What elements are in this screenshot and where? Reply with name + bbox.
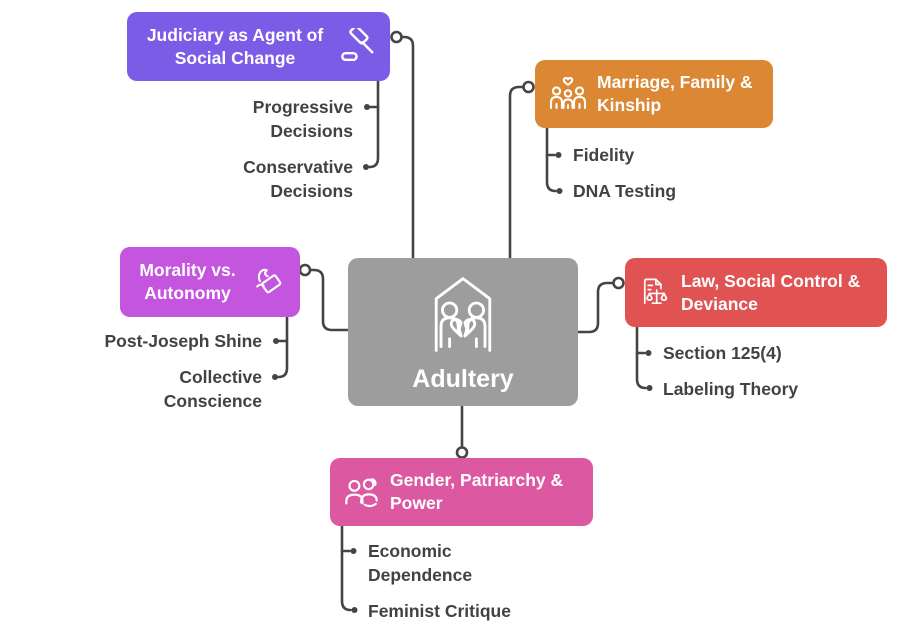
child-section-125-4[interactable]: Section 125(4) xyxy=(663,343,782,363)
child-fidelity[interactable]: Fidelity xyxy=(573,145,635,165)
two-people-icon xyxy=(343,474,381,510)
child-labeling-theory[interactable]: Labeling Theory xyxy=(663,379,799,399)
child-economic-dependence[interactable]: Economic Dependence xyxy=(368,541,473,585)
node-law-label: Law, Social Control & Deviance xyxy=(681,270,861,314)
node-marriage[interactable]: Marriage, Family & Kinship xyxy=(535,60,773,128)
node-morality-label: Morality vs. Autonomy xyxy=(139,260,236,303)
child-collective-conscience[interactable]: Collective Conscience xyxy=(163,367,262,411)
node-judiciary[interactable]: Judiciary as Agent of Social Change xyxy=(127,12,390,81)
center-label: Adultery xyxy=(412,365,514,393)
scales-document-icon xyxy=(638,275,672,311)
house-broken-family-icon xyxy=(417,270,509,363)
child-conservative-decisions[interactable]: Conservative Decisions xyxy=(243,157,353,201)
node-law[interactable]: Law, Social Control & Deviance xyxy=(625,258,887,327)
child-dna-testing[interactable]: DNA Testing xyxy=(573,181,677,201)
node-adultery[interactable]: Adultery xyxy=(348,258,578,406)
gavel-icon xyxy=(339,27,377,66)
node-gender[interactable]: Gender, Patriarchy & Power xyxy=(330,458,593,526)
family-icon xyxy=(548,75,588,113)
hand-ballot-icon xyxy=(251,264,287,300)
node-morality[interactable]: Morality vs. Autonomy xyxy=(120,247,300,317)
child-post-joseph-shine[interactable]: Post-Joseph Shine xyxy=(104,331,262,351)
child-feminist-critique[interactable]: Feminist Critique xyxy=(368,601,511,621)
node-marriage-label: Marriage, Family & Kinship xyxy=(597,72,753,115)
child-progressive-decisions[interactable]: Progressive Decisions xyxy=(252,97,353,141)
node-judiciary-label: Judiciary as Agent of Social Change xyxy=(146,24,324,68)
node-gender-label: Gender, Patriarchy & Power xyxy=(390,470,564,513)
